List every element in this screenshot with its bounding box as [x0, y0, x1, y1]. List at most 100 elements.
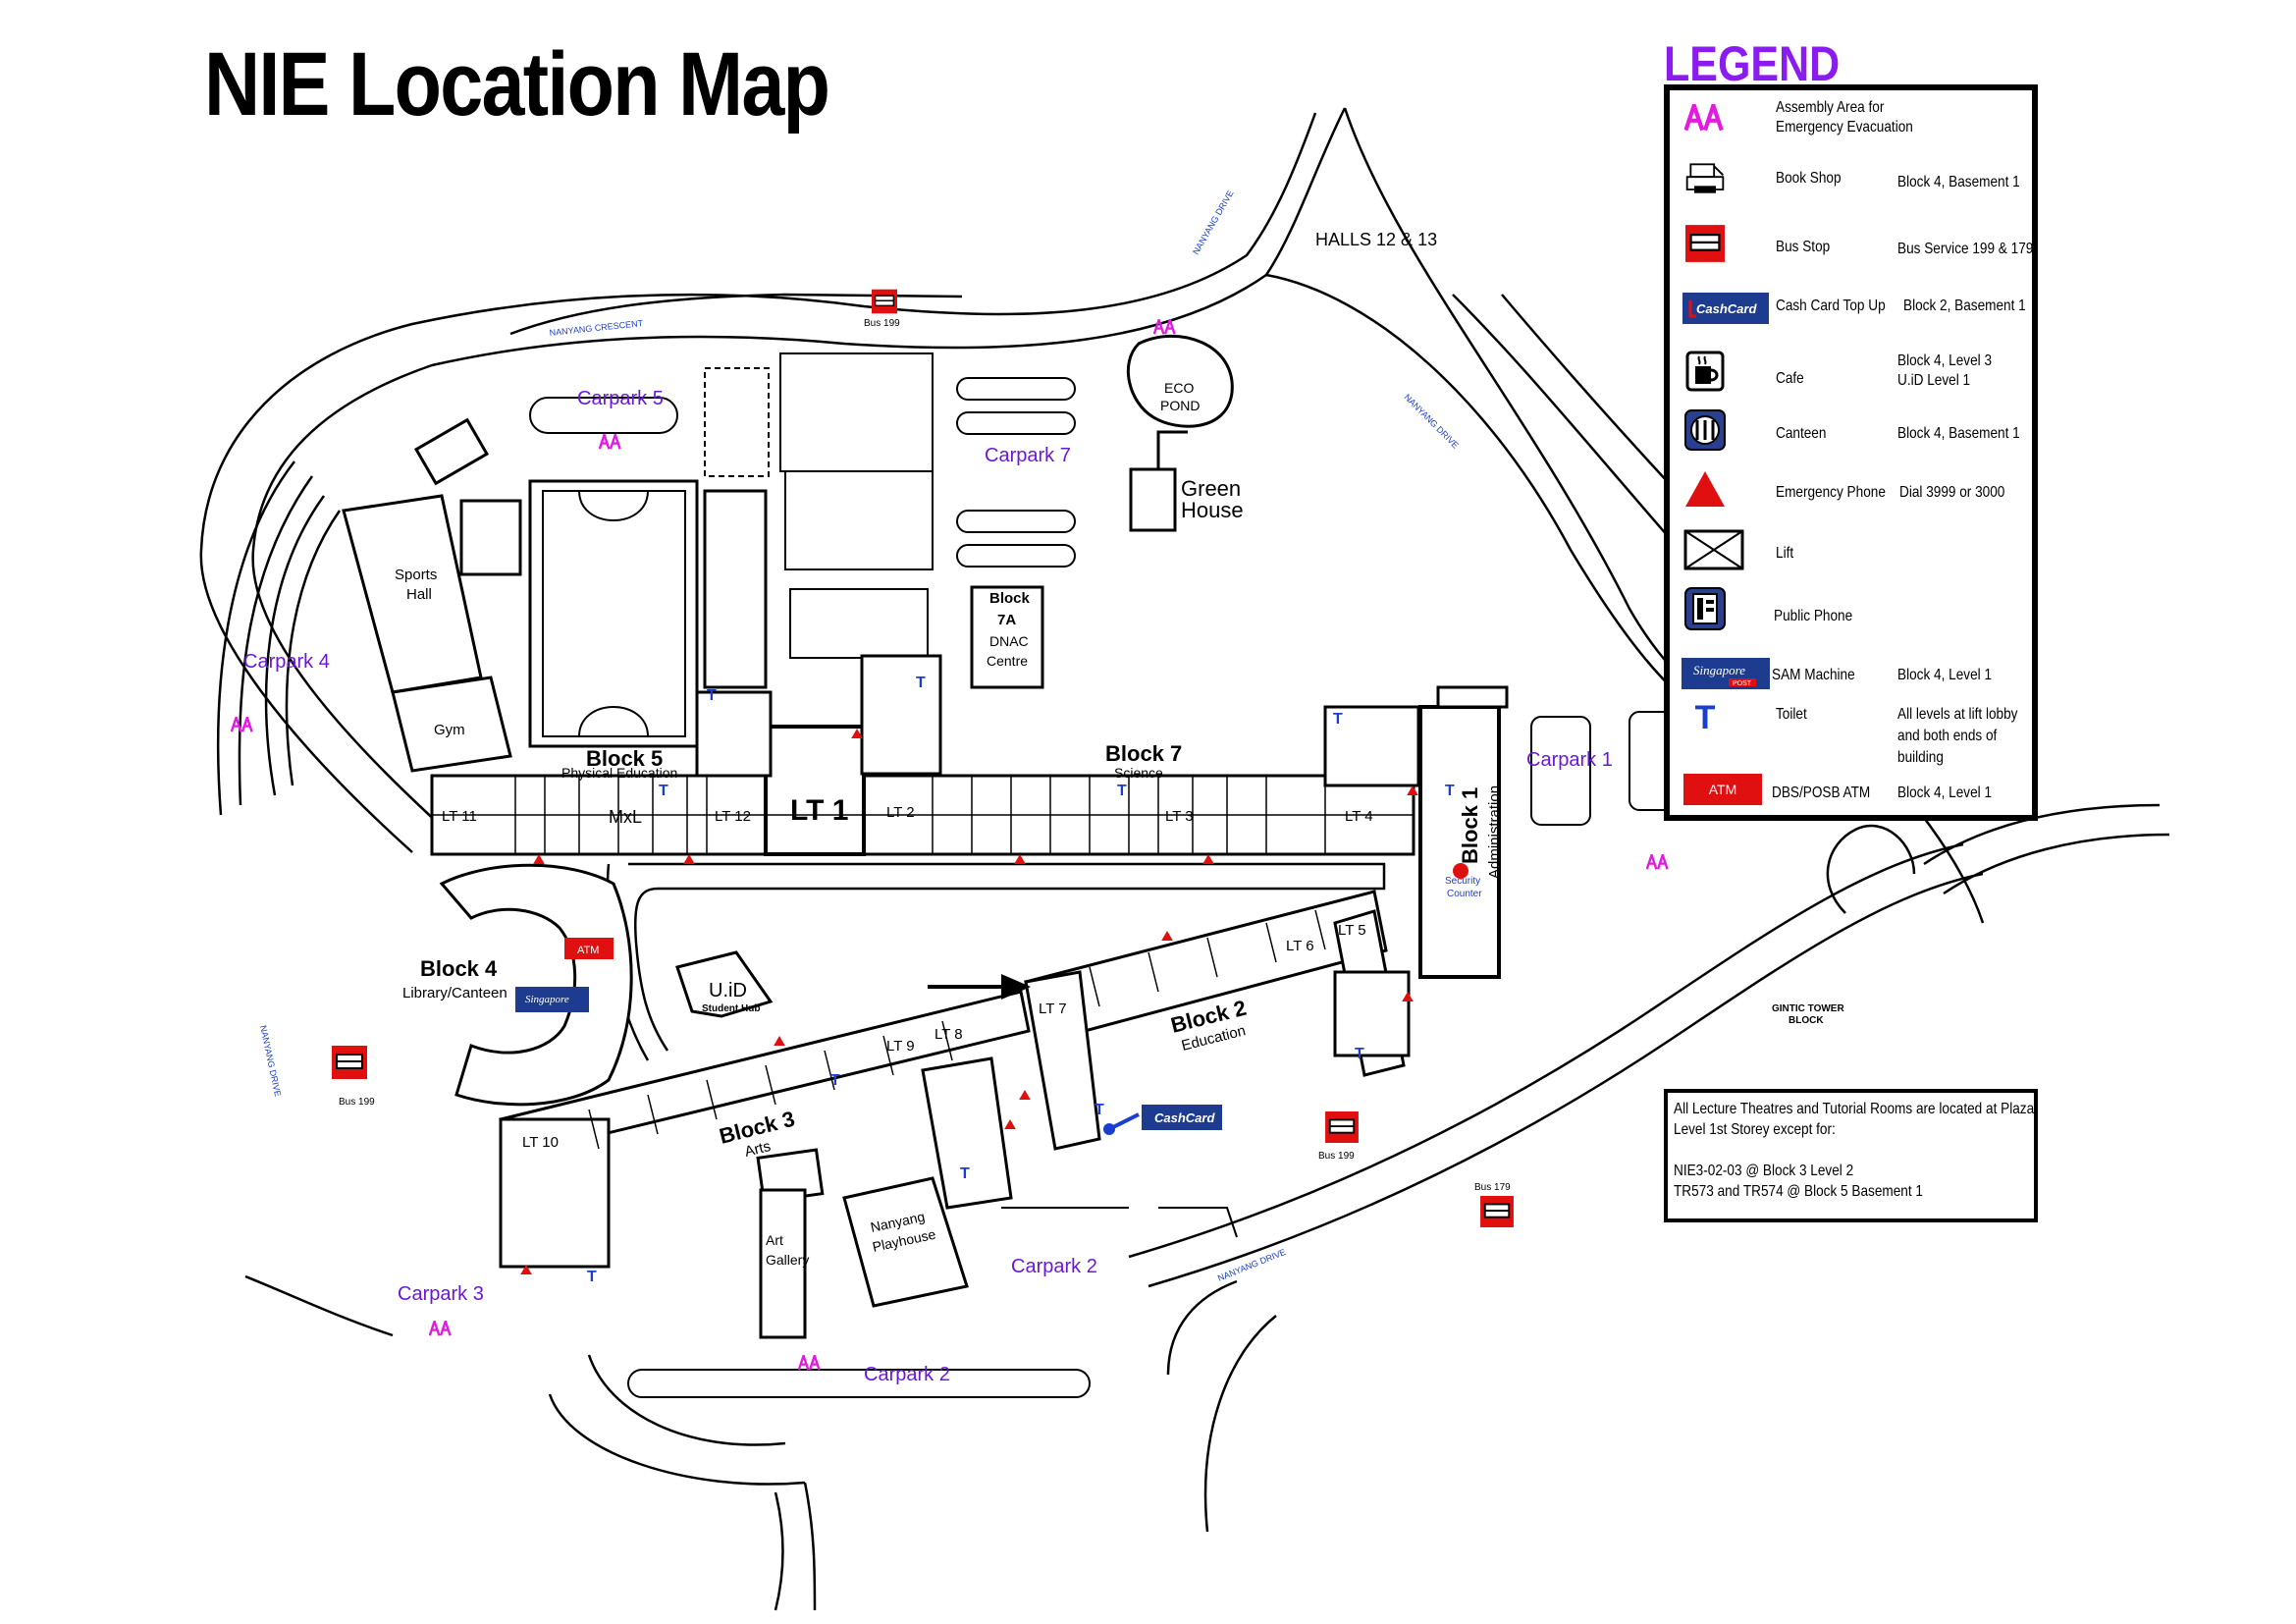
toilet-icon: T — [1355, 1046, 1364, 1062]
sports-hall-line2: Hall — [406, 586, 432, 603]
bus-stop-label-4: Bus 179 — [1474, 1182, 1511, 1193]
bus-stop-label-2: Bus 199 — [339, 1097, 375, 1108]
toilet-icon: T — [830, 1072, 840, 1089]
block-4-label: Block 4 — [420, 956, 498, 981]
emergency-phone-icon — [1161, 931, 1173, 941]
lt-11-label: LT 11 — [442, 808, 477, 825]
bus-stop-icon — [332, 1046, 367, 1079]
lt-4-label: LT 4 — [1345, 808, 1373, 825]
bus-stop-icon — [1325, 1111, 1359, 1143]
legend-location: Block 4, Level 1 — [1897, 667, 1993, 683]
road-nanyang-drive-2: NANYANG DRIVE — [1403, 392, 1461, 450]
legend-label: Bus Stop — [1776, 239, 1831, 255]
block-7a-line2: 7A — [997, 612, 1016, 628]
legend-label: Emergency Phone — [1776, 484, 1886, 501]
legend-label: DBS/POSB ATM — [1772, 785, 1871, 801]
carpark-1-label: Carpark 1 — [1526, 749, 1613, 771]
legend-label: Cafe — [1776, 370, 1804, 387]
block-1-sub: Administration — [1486, 785, 1503, 879]
block-7a-line1: Block — [989, 590, 1031, 607]
toilet-icon: T — [916, 675, 926, 691]
block-3-sub: Arts — [743, 1138, 773, 1161]
security-line2: Counter — [1447, 889, 1482, 899]
assembly-area-icon — [1683, 98, 1727, 137]
road-nanyang-drive-1: NANYANG DRIVE — [1191, 189, 1236, 256]
toilet-icon: T — [1117, 783, 1127, 799]
atm-text: ATM — [1683, 774, 1762, 805]
atm-text: ATM — [577, 945, 599, 956]
legend-location: All levels at lift lobby — [1897, 706, 2018, 723]
block-7a-line3: DNAC — [989, 633, 1029, 649]
carpark-7-label: Carpark 7 — [985, 445, 1071, 466]
security-counter-dot — [1453, 863, 1468, 879]
legend-location: Block 4, Basement 1 — [1897, 174, 2020, 190]
legend-label: Canteen — [1776, 425, 1827, 442]
emergency-phone-icon — [1683, 469, 1727, 509]
public-phone-icon — [1683, 587, 1727, 630]
gintic-line1: GINTIC TOWER — [1772, 1003, 1844, 1014]
block-7-label: Block 7 — [1105, 741, 1182, 766]
toilet-glyph: T — [1694, 699, 1716, 736]
lt-1-label: LT 1 — [790, 794, 848, 827]
assembly-area-icon — [231, 717, 253, 732]
lt-12-label: LT 12 — [715, 808, 751, 825]
note-line: TR573 and TR574 @ Block 5 Basement 1 — [1674, 1183, 1923, 1200]
mxl-label: MxL — [609, 807, 642, 827]
emergency-phone-icon — [1019, 1090, 1031, 1100]
legend-label: Emergency Evacuation — [1776, 119, 1913, 135]
legend-location: Dial 3999 or 3000 — [1899, 484, 2005, 501]
legend-label: SAM Machine — [1772, 667, 1855, 683]
atm-icon: ATM — [1683, 774, 1762, 805]
assembly-area-icon — [798, 1355, 821, 1371]
cafe-icon — [1683, 351, 1727, 392]
block-5-label: Block 5 — [586, 746, 663, 771]
block-4-sub: Library/Canteen — [402, 985, 507, 1001]
toilet-icon: T — [707, 687, 717, 704]
green-house-line2: House — [1181, 498, 1244, 522]
post-text: POST — [1733, 680, 1752, 687]
toilet-icon: T — [1445, 783, 1455, 799]
road-nanyang-drive-4: NANYANG DRIVE — [258, 1024, 283, 1097]
carpark-2b-label: Carpark 2 — [864, 1364, 950, 1385]
legend-label: Public Phone — [1774, 608, 1853, 624]
bus-stop-icon — [1683, 224, 1727, 263]
green-house-line1: Green — [1181, 476, 1241, 501]
security-line1: Security — [1445, 876, 1480, 887]
direction-arrow — [928, 974, 1031, 1000]
note-line: All Lecture Theatres and Tutorial Rooms … — [1674, 1101, 2035, 1117]
lt-10-label: LT 10 — [522, 1134, 559, 1151]
lt-3-label: LT 3 — [1165, 808, 1194, 825]
sam-machine-marker: Singapore — [515, 987, 589, 1012]
note-line: NIE3-02-03 @ Block 3 Level 2 — [1674, 1163, 1854, 1179]
legend-row-bus-stop: Bus Stop Bus Service 199 & 179 — [1670, 224, 2033, 267]
bus-stop-icon — [1480, 1196, 1514, 1227]
toilet-icon: T — [960, 1165, 970, 1182]
lt-9-label: LT 9 — [886, 1038, 915, 1055]
legend-row-book-shop: Book Shop Block 4, Basement 1 — [1670, 159, 2032, 202]
lift-icon — [1683, 529, 1744, 570]
legend-location: Block 2, Basement 1 — [1903, 298, 2026, 314]
assembly-area-icon — [429, 1321, 452, 1336]
gintic-line2: BLOCK — [1789, 1015, 1824, 1026]
carpark-4-label: Carpark 4 — [243, 651, 330, 673]
art-gallery-line1: Art — [766, 1232, 783, 1248]
room-dividers — [432, 776, 1414, 1150]
carpark-5-label: Carpark 5 — [577, 388, 664, 409]
toilet-markers: T T T T T T T T T T T — [587, 675, 1455, 1285]
eco-pond-line2: POND — [1160, 398, 1200, 413]
legend-row-cafe: Cafe Block 4, Level 3 U.iD Level 1 — [1670, 348, 2032, 393]
legend-row-cashcard: CashCard Cash Card Top Up Block 2, Basem… — [1670, 289, 2032, 328]
singapore-post-text: Singapore — [1693, 663, 1745, 677]
halls-label: HALLS 12 & 13 — [1315, 230, 1437, 249]
legend-row-assembly: Assembly Area for Emergency Evacuation — [1670, 98, 2032, 139]
assembly-area-icon — [599, 434, 621, 450]
legend-row-atm: ATM DBS/POSB ATM Block 4, Level 1 — [1670, 774, 2032, 809]
legend-label: Book Shop — [1776, 170, 1842, 187]
road-nanyang-crescent: NANYANG CRESCENT — [549, 318, 644, 338]
art-gallery-line2: Gallery — [766, 1252, 809, 1268]
legend-row-toilet: T Toilet All levels at lift lobby and bo… — [1670, 701, 2032, 766]
legend-location: and both ends of — [1897, 728, 1998, 744]
legend-location: Block 4, Level 3 — [1897, 352, 1993, 369]
